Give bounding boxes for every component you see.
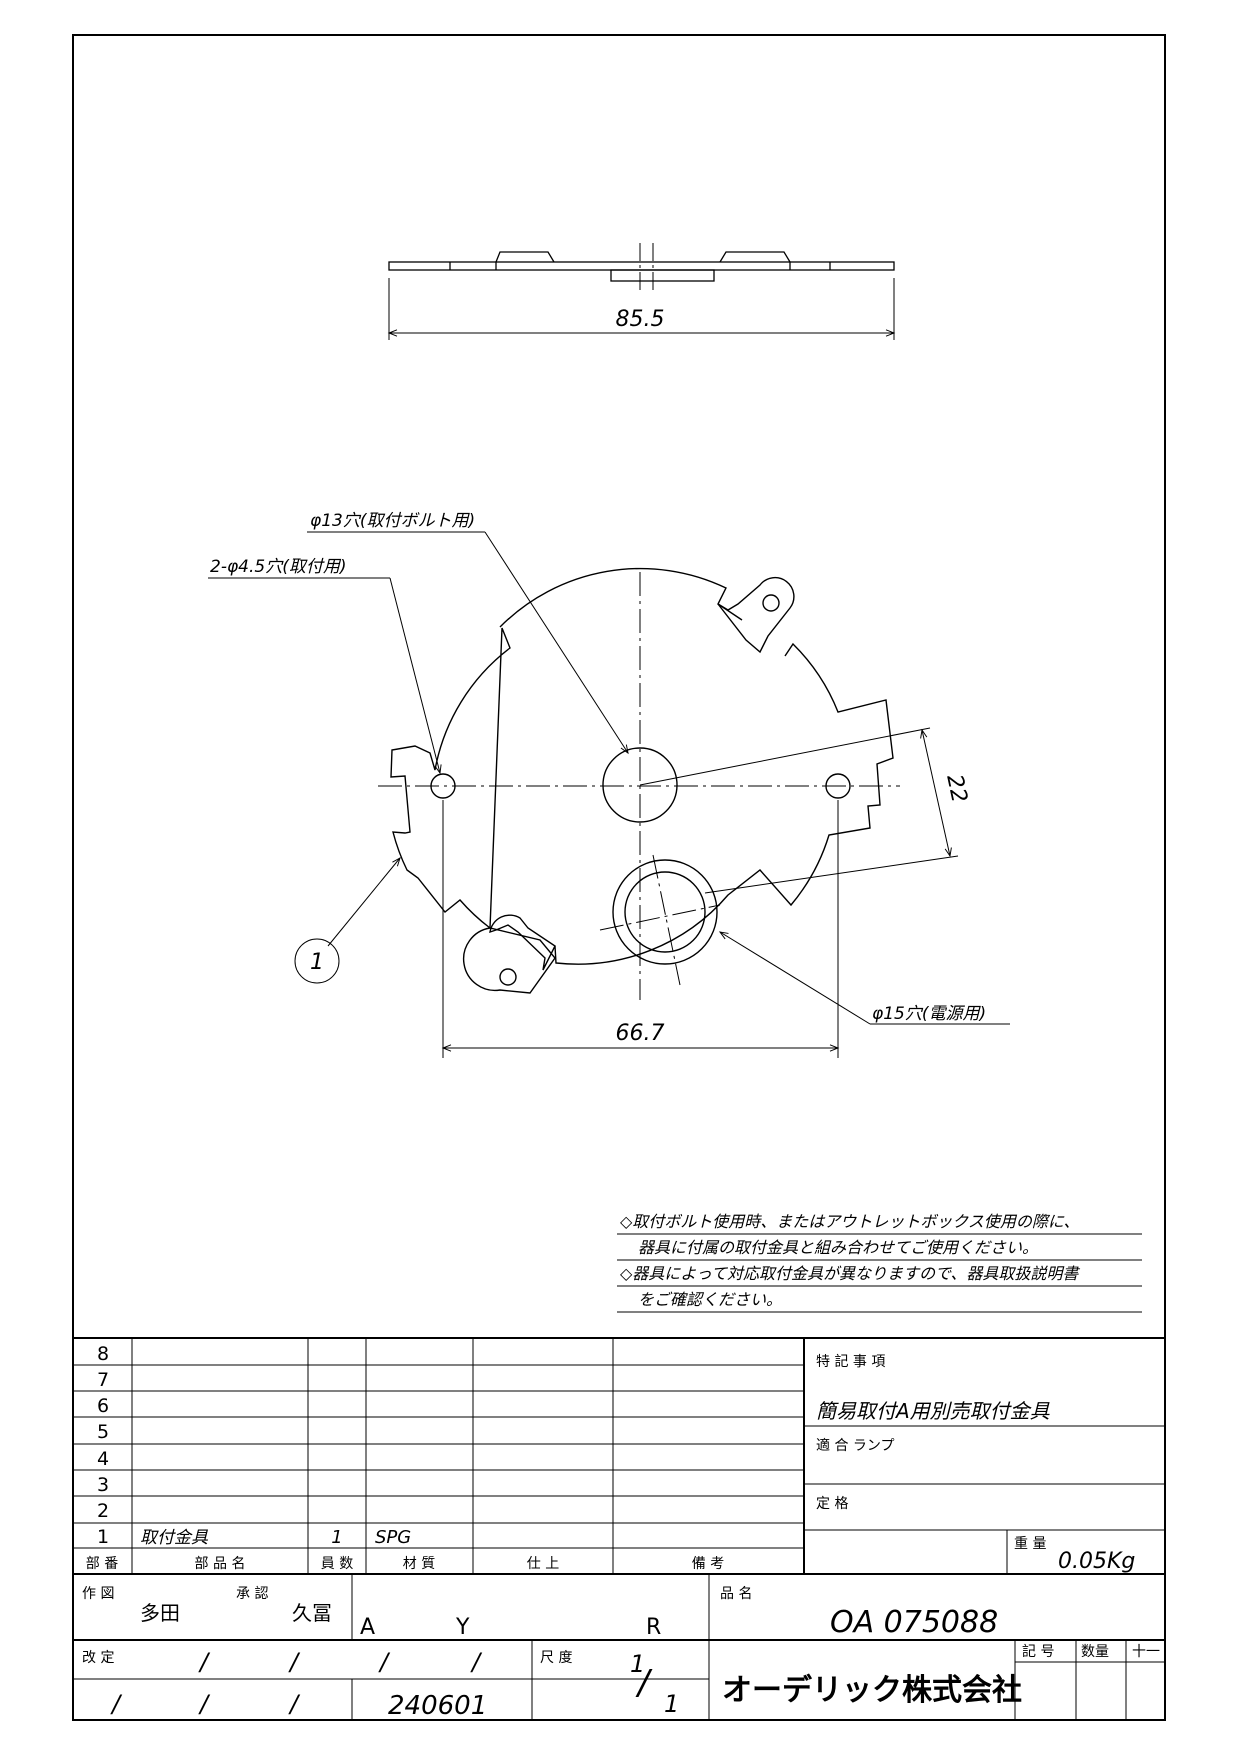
approved-label: 承 認 xyxy=(236,1586,268,1602)
notes-block: ◇取付ボルト使用時、またはアウトレットボックス使用の際に、 器具に付属の取付金具… xyxy=(617,1212,1142,1313)
part-1-material: SPG xyxy=(375,1527,411,1548)
svg-text:/: / xyxy=(635,1663,653,1703)
company-name: オーデリック株式会社 xyxy=(722,1673,1022,1708)
svg-text:6: 6 xyxy=(97,1395,109,1417)
svg-text:8: 8 xyxy=(97,1343,109,1365)
drawn-label: 作 図 xyxy=(82,1586,114,1602)
power-hole-callout: φ15穴(電源用) xyxy=(872,1004,986,1024)
drawing-frame xyxy=(72,34,1166,1721)
center-hole-callout: φ13穴(取付ボルト用) xyxy=(310,511,475,531)
letter-r: R xyxy=(646,1615,661,1640)
part-1-qty: 1 xyxy=(331,1527,342,1548)
special-notes-title: 特 記 事 項 xyxy=(816,1353,885,1370)
svg-text:1: 1 xyxy=(97,1526,109,1548)
svg-text:5: 5 xyxy=(97,1421,109,1443)
width-dimension: 85.5 xyxy=(616,307,665,332)
part-1-name: 取付金具 xyxy=(140,1528,209,1548)
offset-dimension: 22 xyxy=(941,772,971,805)
weight-label: 重 量 xyxy=(1014,1536,1046,1552)
note-line-4: をご確認ください。 xyxy=(638,1290,782,1309)
parts-table-headers: 部 番 部 品 名 員 数 材 質 仕 上 備 考 xyxy=(86,1556,724,1572)
power-hole-outer xyxy=(612,859,718,965)
parts-table-grid xyxy=(73,1337,1165,1575)
svg-text:材 質: 材 質 xyxy=(403,1556,435,1572)
scale-value: 1 / 1 xyxy=(630,1650,679,1718)
plan-view xyxy=(208,531,1010,1058)
approved-by: 久冨 xyxy=(292,1601,332,1625)
svg-text:/: / xyxy=(110,1690,123,1718)
mount-holes-callout: 2-φ4.5穴(取付用) xyxy=(210,557,346,577)
part-balloon-number: 1 xyxy=(310,950,324,975)
svg-text:7: 7 xyxy=(97,1369,109,1391)
product-label: 品 名 xyxy=(720,1586,752,1602)
drawn-by: 多田 xyxy=(140,1601,180,1625)
mounting-plate-outline xyxy=(390,567,894,965)
title-block-grid xyxy=(73,1574,1165,1720)
hole-spacing-dimension: 66.7 xyxy=(616,1021,665,1046)
svg-text:4: 4 xyxy=(97,1448,109,1470)
product-code: OA 075088 xyxy=(830,1605,998,1640)
svg-text:1: 1 xyxy=(664,1690,679,1718)
symbol-label: 記 号 xyxy=(1022,1643,1054,1660)
svg-text:/: / xyxy=(288,1648,301,1676)
scale-label: 尺 度 xyxy=(540,1650,572,1666)
special-notes-description: 簡易取付A用別売取付金具 xyxy=(816,1399,1051,1423)
revision-slashes: / / / / / / / xyxy=(110,1648,483,1718)
svg-text:/: / xyxy=(288,1690,301,1718)
note-line-3: ◇器具によって対応取付金具が異なりますので、器具取扱説明書 xyxy=(620,1264,1080,1283)
lamp-label: 適 合 ランプ xyxy=(816,1437,894,1454)
note-line-1: ◇取付ボルト使用時、またはアウトレットボックス使用の際に、 xyxy=(620,1212,1079,1231)
svg-text:/: / xyxy=(470,1648,483,1676)
svg-text:/: / xyxy=(198,1648,211,1676)
count-label: 数量 xyxy=(1081,1644,1109,1660)
weight-value: 0.05Kg xyxy=(1058,1549,1135,1574)
svg-text:員 数: 員 数 xyxy=(321,1556,353,1572)
svg-text:備 考: 備 考 xyxy=(692,1556,724,1572)
svg-text:部 品 名: 部 品 名 xyxy=(195,1556,246,1572)
letter-a: A xyxy=(360,1615,375,1640)
svg-text:3: 3 xyxy=(97,1474,109,1496)
rating-label: 定 格 xyxy=(816,1496,848,1512)
svg-text:1: 1 xyxy=(630,1650,645,1678)
part-balloon xyxy=(294,938,340,984)
svg-text:/: / xyxy=(378,1648,391,1676)
svg-text:部 番: 部 番 xyxy=(86,1556,118,1572)
side-view xyxy=(387,243,896,340)
svg-text:2: 2 xyxy=(97,1500,109,1522)
revision-label: 改 定 xyxy=(82,1650,114,1666)
note-line-2: 器具に付属の取付金具と組み合わせてご使用ください。 xyxy=(638,1238,1038,1257)
letter-y: Y xyxy=(455,1615,470,1640)
mark: 十一 xyxy=(1132,1644,1160,1660)
center-hole xyxy=(602,747,678,823)
revision-date: 240601 xyxy=(388,1691,487,1721)
svg-text:/: / xyxy=(198,1690,211,1718)
parts-row-numbers: 8 7 6 5 4 3 2 1 xyxy=(97,1343,109,1548)
power-hole-inner xyxy=(624,871,706,953)
svg-text:仕 上: 仕 上 xyxy=(527,1556,559,1572)
